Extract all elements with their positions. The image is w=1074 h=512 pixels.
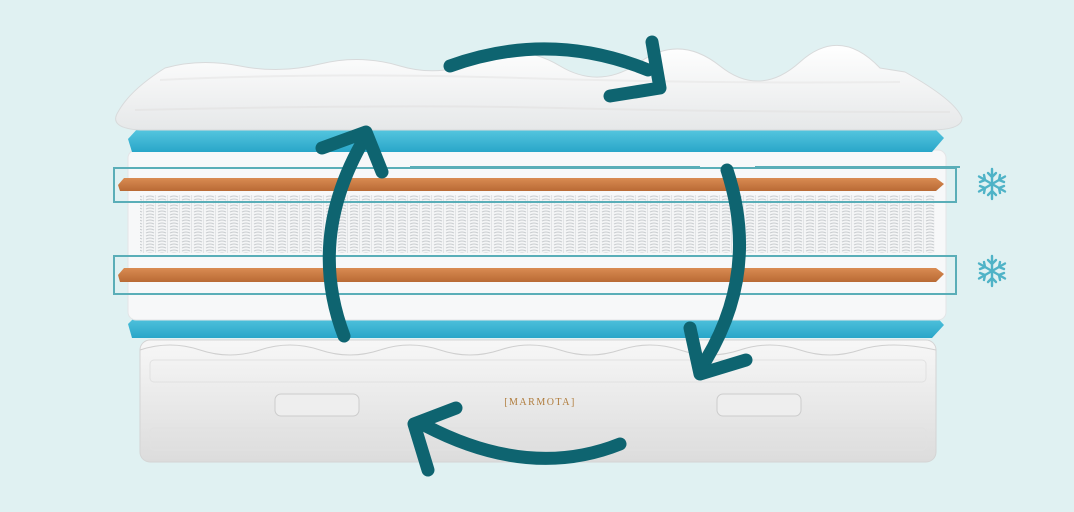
arrow-top <box>443 42 655 77</box>
pocket-springs <box>140 195 935 253</box>
arrow-top-head <box>603 35 667 103</box>
arrow-bottom <box>419 419 627 465</box>
mattress-topper <box>115 44 963 131</box>
handle-right <box>716 393 802 417</box>
arrow-right <box>699 163 746 367</box>
circular-arrow-icon <box>315 35 753 477</box>
coir-layer-lower <box>118 268 944 282</box>
arrow-left-head <box>315 125 389 179</box>
snowflake-icon <box>977 167 1007 201</box>
arrow-right-head <box>683 321 753 381</box>
mattress-base <box>139 339 937 463</box>
arrow-left <box>322 129 373 343</box>
snowflake-icon <box>977 254 1007 288</box>
brand-label: [MARMOTA] <box>504 397 576 408</box>
handle-left <box>274 393 360 417</box>
ventilation-highlights <box>113 166 960 295</box>
arrow-bottom-head <box>407 401 463 477</box>
coir-layer-upper <box>118 178 944 191</box>
